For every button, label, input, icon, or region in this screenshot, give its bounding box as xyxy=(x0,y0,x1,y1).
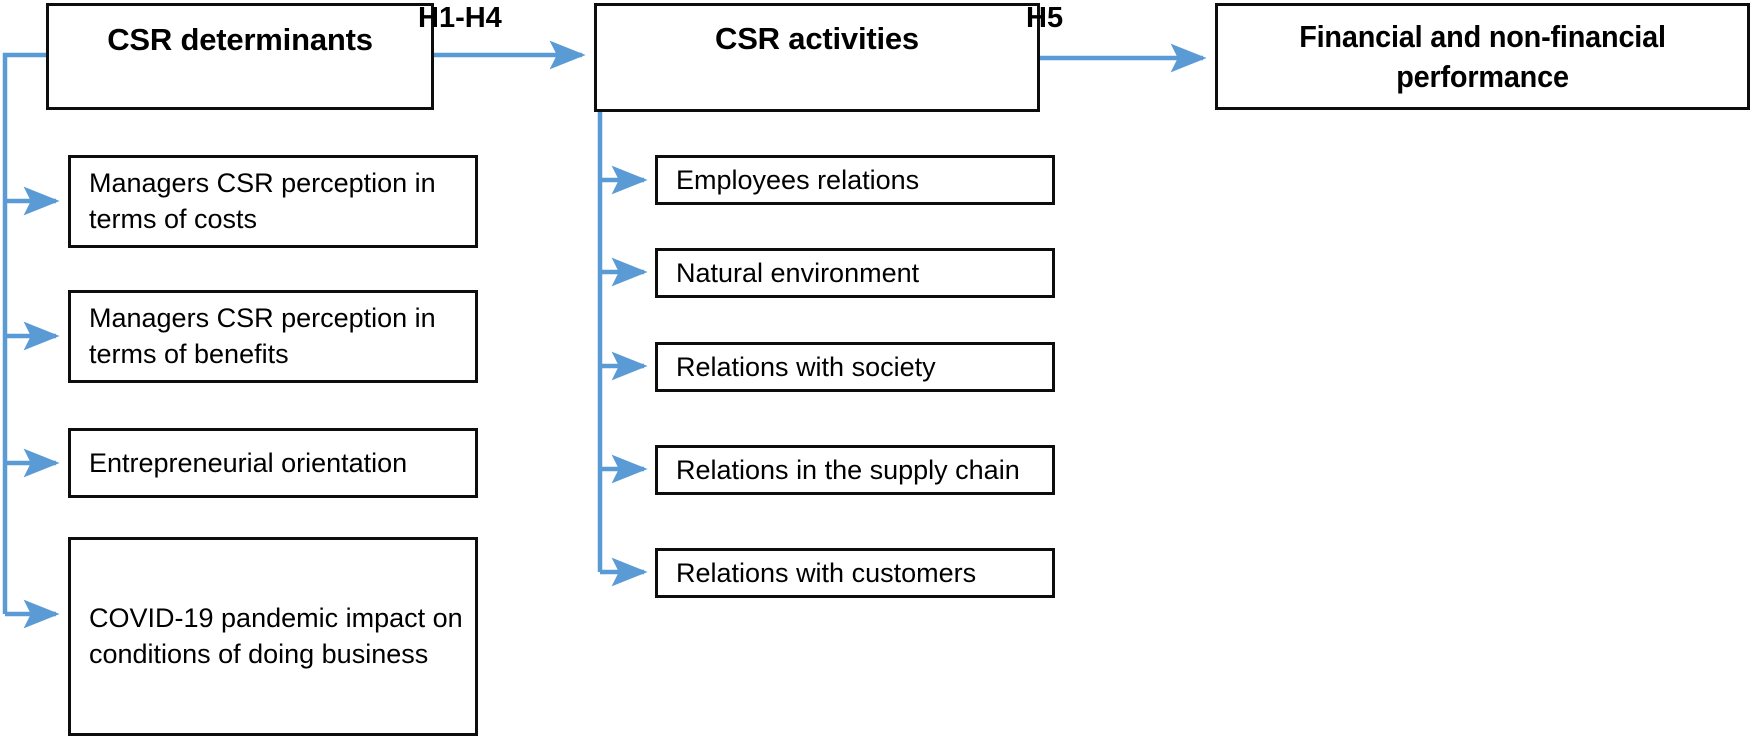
hypothesis-label-h5: H5 xyxy=(1026,2,1064,34)
node-activity-natural-environment[interactable]: Natural environment xyxy=(655,248,1055,298)
hypothesis-label-h1-h4: H1-H4 xyxy=(418,2,502,34)
node-determinant-entrepreneurial-orientation-label: Entrepreneurial orientation xyxy=(89,447,408,478)
node-csr-determinants-label: CSR determinants xyxy=(107,21,373,57)
node-activity-relations-with-customers[interactable]: Relations with customers xyxy=(655,548,1055,598)
node-determinant-costs-label: Managers CSR perception in terms of cost… xyxy=(89,167,436,234)
node-activity-natural-environment-label: Natural environment xyxy=(676,257,920,288)
node-activity-relations-with-society-label: Relations with society xyxy=(676,351,936,382)
node-activity-relations-with-society[interactable]: Relations with society xyxy=(655,342,1055,392)
node-activity-relations-with-customers-label: Relations with customers xyxy=(676,557,977,588)
node-determinant-costs[interactable]: Managers CSR perception in terms of cost… xyxy=(68,155,478,248)
node-csr-determinants[interactable]: CSR determinants xyxy=(46,3,434,110)
node-csr-activities-label: CSR activities xyxy=(715,20,919,56)
node-financial-performance-label: Financial and non-financial performance xyxy=(1299,18,1666,94)
node-determinant-covid-impact[interactable]: COVID-19 pandemic impact on conditions o… xyxy=(68,537,478,736)
node-activity-employees-relations-label: Employees relations xyxy=(676,164,920,195)
node-determinant-benefits[interactable]: Managers CSR perception in terms of bene… xyxy=(68,290,478,383)
connector-determinants-spine xyxy=(2,52,46,614)
node-determinant-entrepreneurial-orientation[interactable]: Entrepreneurial orientation xyxy=(68,428,478,498)
node-determinant-covid-impact-label: COVID-19 pandemic impact on conditions o… xyxy=(89,602,463,669)
node-activity-relations-supply-chain-label: Relations in the supply chain xyxy=(676,454,1020,485)
node-determinant-benefits-label: Managers CSR perception in terms of bene… xyxy=(89,302,436,369)
node-financial-performance[interactable]: Financial and non-financial performance xyxy=(1215,3,1750,110)
node-activity-employees-relations[interactable]: Employees relations xyxy=(655,155,1055,205)
node-activity-relations-supply-chain[interactable]: Relations in the supply chain xyxy=(655,445,1055,495)
node-csr-activities[interactable]: CSR activities xyxy=(594,3,1040,112)
